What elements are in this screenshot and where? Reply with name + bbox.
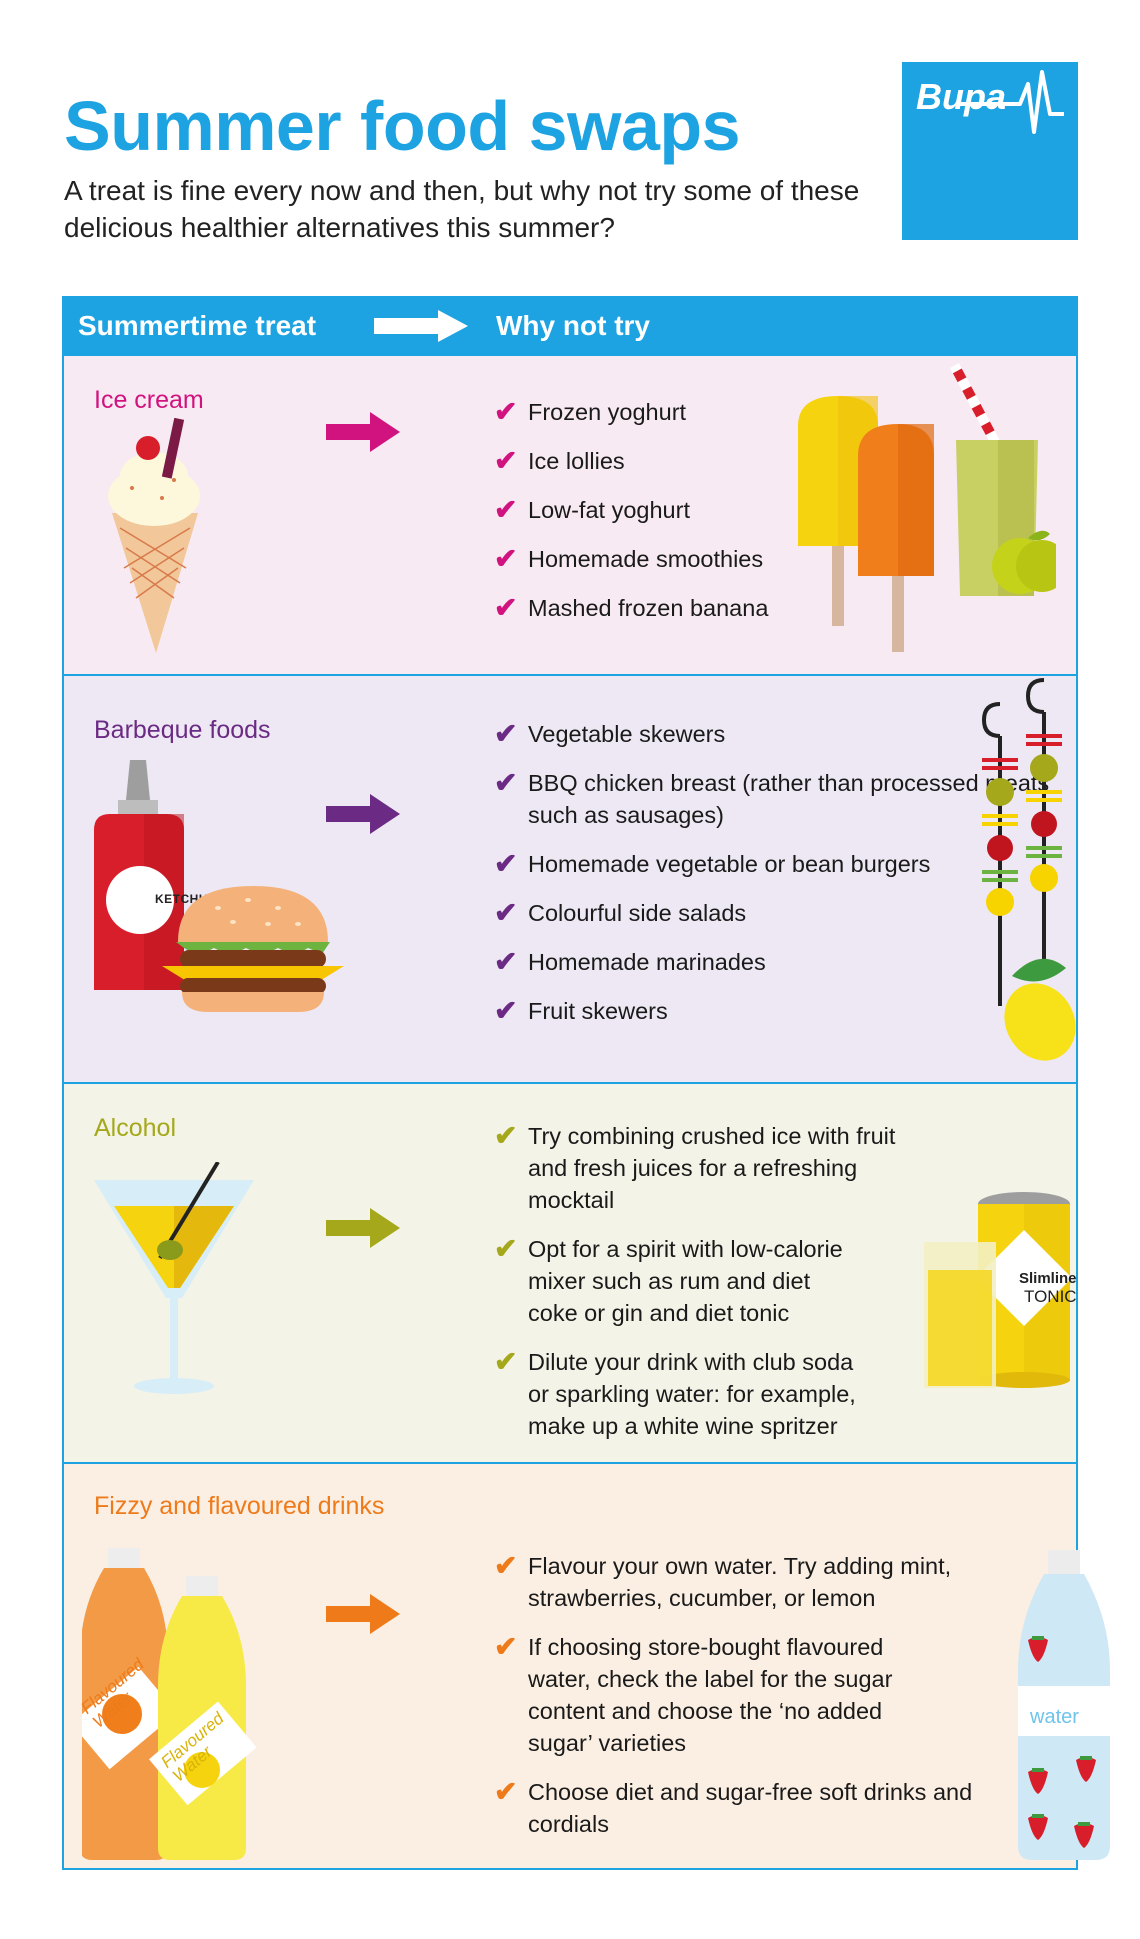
- heartbeat-icon: [960, 70, 1064, 134]
- ice-lolly-icon: [798, 396, 934, 652]
- header-treat-label: Summertime treat: [78, 310, 317, 341]
- list-item: ✔Dilute your drink with club soda or spa…: [494, 1346, 856, 1439]
- check-icon: ✔: [494, 718, 518, 749]
- list-item: ✔Choose diet and sugar-free soft drinks …: [494, 1776, 973, 1837]
- check-icon: ✔: [494, 946, 518, 977]
- list-item: ✔Opt for a spirit with low-calorie mixer…: [494, 1233, 843, 1326]
- burger-icon: [162, 886, 344, 1012]
- water-bottle-icon: [1018, 1550, 1110, 1860]
- check-icon: ✔: [494, 1233, 518, 1264]
- suggestion-list: ✔Frozen yoghurt ✔Ice lollies ✔Low-fat yo…: [494, 396, 1054, 641]
- check-icon: ✔: [494, 1550, 518, 1581]
- suggestion-list: ✔Flavour your own water. Try adding mint…: [494, 1550, 1054, 1857]
- header-try-label: Why not try: [496, 310, 650, 341]
- check-icon: ✔: [494, 1120, 518, 1151]
- list-item: ✔Fruit skewers: [494, 995, 668, 1026]
- list-item: ✔Flavour your own water. Try adding mint…: [494, 1550, 952, 1611]
- suggestion-list: ✔Vegetable skewers ✔BBQ chicken breast (…: [494, 718, 1054, 1044]
- check-icon: ✔: [494, 494, 518, 525]
- check-icon: ✔: [494, 897, 518, 928]
- skewers-icon: [981, 678, 1076, 1061]
- check-icon: ✔: [494, 995, 518, 1026]
- suggestion-list: ✔Try combining crushed ice with fruit an…: [494, 1120, 1054, 1459]
- check-icon: ✔: [494, 848, 518, 879]
- ice-cream-cone-icon: [108, 418, 200, 653]
- list-item: ✔Mashed frozen banana: [494, 592, 769, 623]
- list-item: ✔Homemade smoothies: [494, 543, 764, 574]
- arrow-right-icon: [326, 412, 400, 452]
- page-subtitle: A treat is fine every now and then, but …: [64, 175, 860, 243]
- list-item: ✔Low-fat yoghurt: [494, 494, 690, 525]
- list-item: ✔Colourful side salads: [494, 897, 747, 928]
- check-icon: ✔: [494, 592, 518, 623]
- list-item: ✔Vegetable skewers: [494, 718, 726, 749]
- check-icon: ✔: [494, 1776, 518, 1807]
- smoothie-icon: [950, 363, 1056, 596]
- check-icon: ✔: [494, 445, 518, 476]
- list-item: ✔Frozen yoghurt: [494, 396, 687, 427]
- check-icon: ✔: [494, 1631, 518, 1662]
- check-icon: ✔: [494, 767, 518, 798]
- check-icon: ✔: [494, 396, 518, 427]
- arrow-right-icon: [326, 1208, 400, 1248]
- section-ice-cream: Ice cream ✔Frozen yoghurt ✔Ice lollies ✔…: [64, 356, 1076, 674]
- list-item: ✔Ice lollies: [494, 445, 625, 476]
- can-label-brand: Slimline: [1019, 1270, 1077, 1287]
- list-item: ✔If choosing store-bought flavoured wate…: [494, 1631, 893, 1756]
- can-label-type: TONIC: [1024, 1287, 1077, 1306]
- section-title: Fizzy and flavoured drinks: [94, 1492, 385, 1520]
- section-title: Alcohol: [94, 1114, 176, 1142]
- bupa-logo: Bupa: [902, 62, 1078, 240]
- section-title: Ice cream: [94, 386, 204, 414]
- check-icon: ✔: [494, 1346, 518, 1377]
- section-barbeque: Barbeque foods KETCHUP ✔Vegetable skewer…: [64, 674, 1076, 1082]
- table-header: Summertime treat Why not try: [62, 296, 1078, 356]
- logo-text: Bupa: [916, 76, 1006, 117]
- tonic-can-icon: [924, 1192, 1072, 1388]
- check-icon: ✔: [494, 543, 518, 574]
- arrow-right-icon: [326, 1594, 400, 1634]
- section-alcohol: Alcohol ✔Try combining crushed ice with …: [64, 1082, 1077, 1462]
- arrow-right-icon: [326, 794, 400, 834]
- list-item: ✔Homemade marinades: [494, 946, 766, 977]
- section-fizzy-drinks: Fizzy and flavoured drinks Flavoured Wat…: [64, 1462, 1110, 1868]
- page-title: Summer food swaps: [64, 87, 741, 165]
- flavoured-water-bottles-icon: [82, 1548, 257, 1860]
- ketchup-bottle-icon: [94, 760, 184, 990]
- arrow-right-icon: [374, 310, 468, 342]
- list-item: ✔BBQ chicken breast (rather than process…: [494, 767, 1050, 828]
- section-title: Barbeque foods: [94, 716, 271, 744]
- list-item: ✔Try combining crushed ice with fruit an…: [494, 1120, 896, 1213]
- list-item: ✔Homemade vegetable or bean burgers: [494, 848, 931, 879]
- water-label: water: [1030, 1706, 1079, 1728]
- martini-glass-icon: [94, 1162, 254, 1394]
